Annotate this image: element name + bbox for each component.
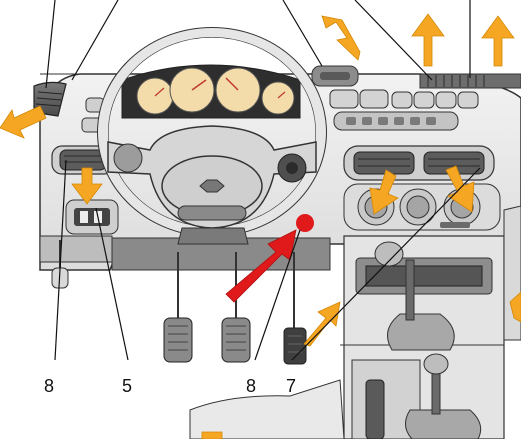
airflow-arrow-icon	[481, 15, 515, 67]
left-side-vent	[33, 81, 67, 117]
airflow-arrows	[0, 13, 521, 439]
callout-8-center: 8	[246, 376, 256, 396]
callout-labels: 8 5 8 7	[44, 376, 296, 396]
callout-5: 5	[122, 376, 132, 396]
center-upper-controls	[311, 65, 479, 131]
airflow-arrow-icon	[509, 291, 521, 323]
instrument-cluster	[121, 64, 301, 119]
floor-area	[189, 379, 345, 439]
left-switch-block	[65, 199, 119, 235]
pointer-arrow-icon	[225, 229, 297, 303]
airflow-arrow-icon	[0, 105, 47, 139]
hood-release-pointer	[225, 214, 314, 303]
brake-pedal	[221, 252, 251, 363]
airflow-arrow-icon	[303, 301, 341, 347]
airflow-arrow-icon	[369, 169, 399, 215]
climate-knobs	[343, 183, 501, 231]
steering-column	[177, 227, 249, 245]
center-vents	[343, 145, 495, 181]
airflow-arrow-icon	[411, 13, 445, 67]
airflow-arrow-icon	[71, 167, 103, 205]
gear-shifter	[374, 241, 455, 351]
callout-7: 7	[286, 376, 296, 396]
airflow-arrow-icon	[201, 431, 223, 439]
leader-lines	[45, 0, 481, 361]
center-console	[340, 235, 505, 439]
callout-8-left: 8	[44, 376, 54, 396]
transfer-case-lever	[405, 353, 482, 439]
red-indicator-dot	[296, 214, 314, 232]
clutch-pedal	[163, 252, 193, 363]
airflow-arrow-icon	[321, 15, 361, 61]
steering-wheel	[97, 27, 327, 237]
